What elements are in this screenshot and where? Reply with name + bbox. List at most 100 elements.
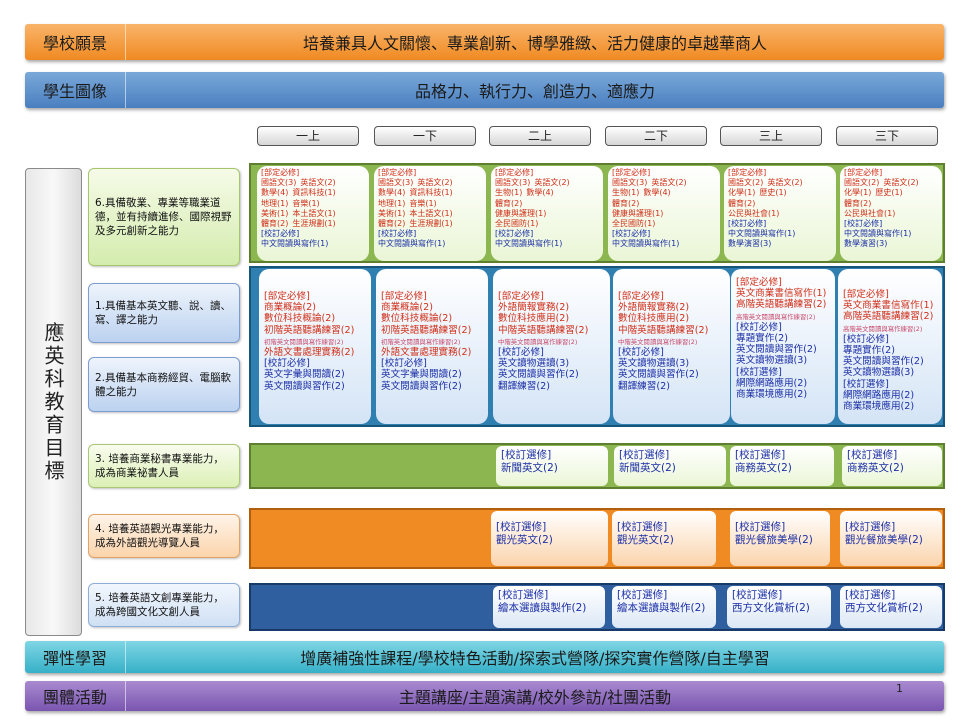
course-line: 體育(2)生涯規劃(1) [261, 219, 365, 229]
course-line: 中文閱讀與寫作(1) [378, 239, 482, 249]
course-text: 生物(1) [612, 188, 640, 198]
course-text: 數位科技概論(2) [381, 313, 453, 325]
group-activity-text: 主題講座/主題演講/校外參訪/社團活動 [398, 688, 672, 707]
course-line: 地理(1)音樂(1) [378, 199, 482, 209]
course-line: 體育(2)生涯規劃(1) [378, 219, 482, 229]
course-line: 翻譯練習(2) [618, 381, 725, 392]
course-text: 本土語文(1) [409, 208, 453, 218]
course-line: [校訂選修] [847, 449, 937, 462]
course-text: 觀光餐旅美學(2) [845, 534, 923, 546]
page-number: 1 [896, 682, 903, 695]
course-text: 中文閱讀與寫作(1) [378, 239, 446, 249]
course-text: 翻譯練習(2) [498, 380, 550, 392]
course-text: [部定必修] [381, 291, 427, 302]
course-line: 西方文化賞析(2) [732, 602, 826, 615]
course-line: 初階英文閱讀與寫作練習(2) [264, 336, 366, 347]
course-text: 化學(1) [844, 188, 872, 198]
goal-3: 3. 培養商業秘書專業能力，成為商業祕書人員 [88, 444, 240, 488]
course-line: [校訂選修] [498, 589, 600, 602]
course-text: [校訂選修] [619, 449, 670, 461]
group-activity-band: 團體活動 主題講座/主題演講/校外參訪/社團活動 [25, 681, 944, 711]
goal-5: 5. 培養英語文創專業能力，成為跨國文化文創人員 [88, 583, 240, 627]
course-text: 生涯規劃(1) [292, 219, 336, 229]
course-line: 新聞英文(2) [619, 462, 721, 475]
course-text: [校訂選修] [736, 366, 782, 378]
course-line: 英文閱讀與習作(2) [381, 381, 483, 392]
course-text: [校訂必修] [612, 229, 651, 239]
course-line: 數學演習(3) [844, 239, 938, 249]
course-text: 繪本選讀與製作(2) [617, 602, 706, 614]
course-line: [部定必修] [495, 168, 599, 178]
course-text: 中文閱讀與寫作(1) [261, 239, 329, 249]
course-line: 中文閱讀與寫作(1) [495, 239, 599, 249]
course-line: [校訂選修] [843, 379, 937, 390]
course-text: 商業概論(2) [381, 302, 433, 314]
course-line: 國語文(2)英語文(2) [844, 178, 938, 188]
course-line: 數學演習(3) [728, 239, 832, 249]
course-text: [部定必修] [498, 291, 544, 302]
row12-cell-1: [部定必修]商業概論(2)數位科技概論(2)初階英語聽講練習(2)初階英文閱讀與… [259, 269, 371, 424]
course-text: 歷史(1) [759, 188, 787, 198]
course-line: [校訂必修] [495, 229, 599, 239]
course-line: 英文閱讀與習作(2) [498, 369, 605, 380]
course-line: [校訂必修] [843, 334, 937, 345]
course-line: 網際網路應用(2) [843, 390, 937, 401]
vertical-title: 應英科教育目標 [41, 321, 65, 483]
row12-cell-6: [部定必修]英文商業書信寫作(1)高階英語聽講練習(2)高階英文閱讀與寫作練習(… [838, 269, 942, 424]
goal-4: 4. 培養英語觀光專業能力，成為外語觀光導覽人員 [88, 514, 240, 558]
row3-cell-1: [校訂選修]新聞英文(2) [496, 446, 608, 486]
course-text: [校訂必修] [844, 219, 883, 229]
course-text: 英文閱讀與習作(2) [843, 356, 924, 368]
course-text: 高階英文閱讀與寫作練習(2) [736, 312, 816, 321]
course-line: 商務英文(2) [847, 462, 937, 475]
semester-header-3: 二上 [489, 126, 591, 146]
course-text: [校訂選修] [847, 449, 898, 461]
course-text: 專題實作(2) [736, 333, 788, 345]
course-text: 體育(2) [261, 219, 289, 229]
goal-2: 2.具備基本商務經貿、電腦軟體之能力 [88, 357, 240, 412]
course-text: 翻譯練習(2) [618, 380, 670, 392]
course-text: 觀光英文(2) [617, 534, 674, 546]
course-line: 健康與護理(1) [612, 209, 716, 219]
course-line: 英文閱讀與習作(2) [736, 344, 830, 355]
course-line: 外語簡報實務(2) [498, 302, 605, 313]
course-text: [校訂必修] [264, 358, 310, 370]
course-line: 全民國防(1) [612, 219, 716, 229]
course-text: 中階英語聽講練習(2) [498, 324, 589, 336]
course-line: 新聞英文(2) [501, 462, 603, 475]
course-text: [校訂選修] [843, 378, 889, 390]
course-line: 化學(1)歷史(1) [844, 188, 938, 198]
course-line: 商業概論(2) [381, 302, 483, 313]
course-text: [部定必修] [736, 277, 782, 288]
course-text: 美術(1) [378, 208, 406, 218]
course-line: 英文閱讀與習作(2) [264, 381, 366, 392]
course-text: 網際網路應用(2) [843, 389, 915, 401]
course-line: 中階英文閱讀與寫作練習(2) [498, 336, 605, 347]
row5-cell-1: [校訂選修]繪本選讀與製作(2) [493, 586, 605, 628]
course-line: 全民國防(1) [495, 219, 599, 229]
course-text: 音樂(1) [409, 198, 437, 208]
course-text: 商業環境應用(2) [843, 401, 915, 413]
course-line: 數學(4)資訊科技(1) [378, 188, 482, 198]
course-text: 商業環境應用(2) [736, 389, 808, 401]
course-line: [校訂必修] [261, 229, 365, 239]
course-line: 繪本選讀與製作(2) [498, 602, 600, 615]
course-line: 商務英文(2) [735, 462, 829, 475]
course-text: [校訂選修] [732, 589, 783, 601]
course-text: [部定必修] [843, 289, 889, 300]
course-text: 化學(1) [728, 188, 756, 198]
course-text: 公民與社會(1) [728, 208, 780, 218]
course-text: 中階英文閱讀與寫作練習(2) [498, 337, 578, 346]
row12-cell-3: [部定必修]外語簡報實務(2)數位科技應用(2)中階英語聽講練習(2)中階英文閱… [493, 269, 610, 424]
course-line: 中文閱讀與寫作(1) [728, 229, 832, 239]
row6-cell-3: [部定必修]國語文(3)英語文(2)生物(1)數學(4)體育(2)健康與護理(1… [491, 166, 603, 261]
course-text: 體育(2) [495, 198, 523, 208]
course-text: [校訂必修] [736, 321, 782, 333]
course-line: 公民與社會(1) [728, 209, 832, 219]
course-text: 高階英語聽講練習(2) [843, 311, 934, 323]
course-line: 英文商業書信寫作(1) [843, 300, 937, 311]
course-text: 歷史(1) [875, 188, 903, 198]
course-text: [校訂必修] [843, 333, 889, 345]
course-line: 英文閱讀與習作(2) [843, 356, 937, 367]
row4-cell-3: [校訂選修]觀光餐旅美學(2) [730, 511, 830, 566]
